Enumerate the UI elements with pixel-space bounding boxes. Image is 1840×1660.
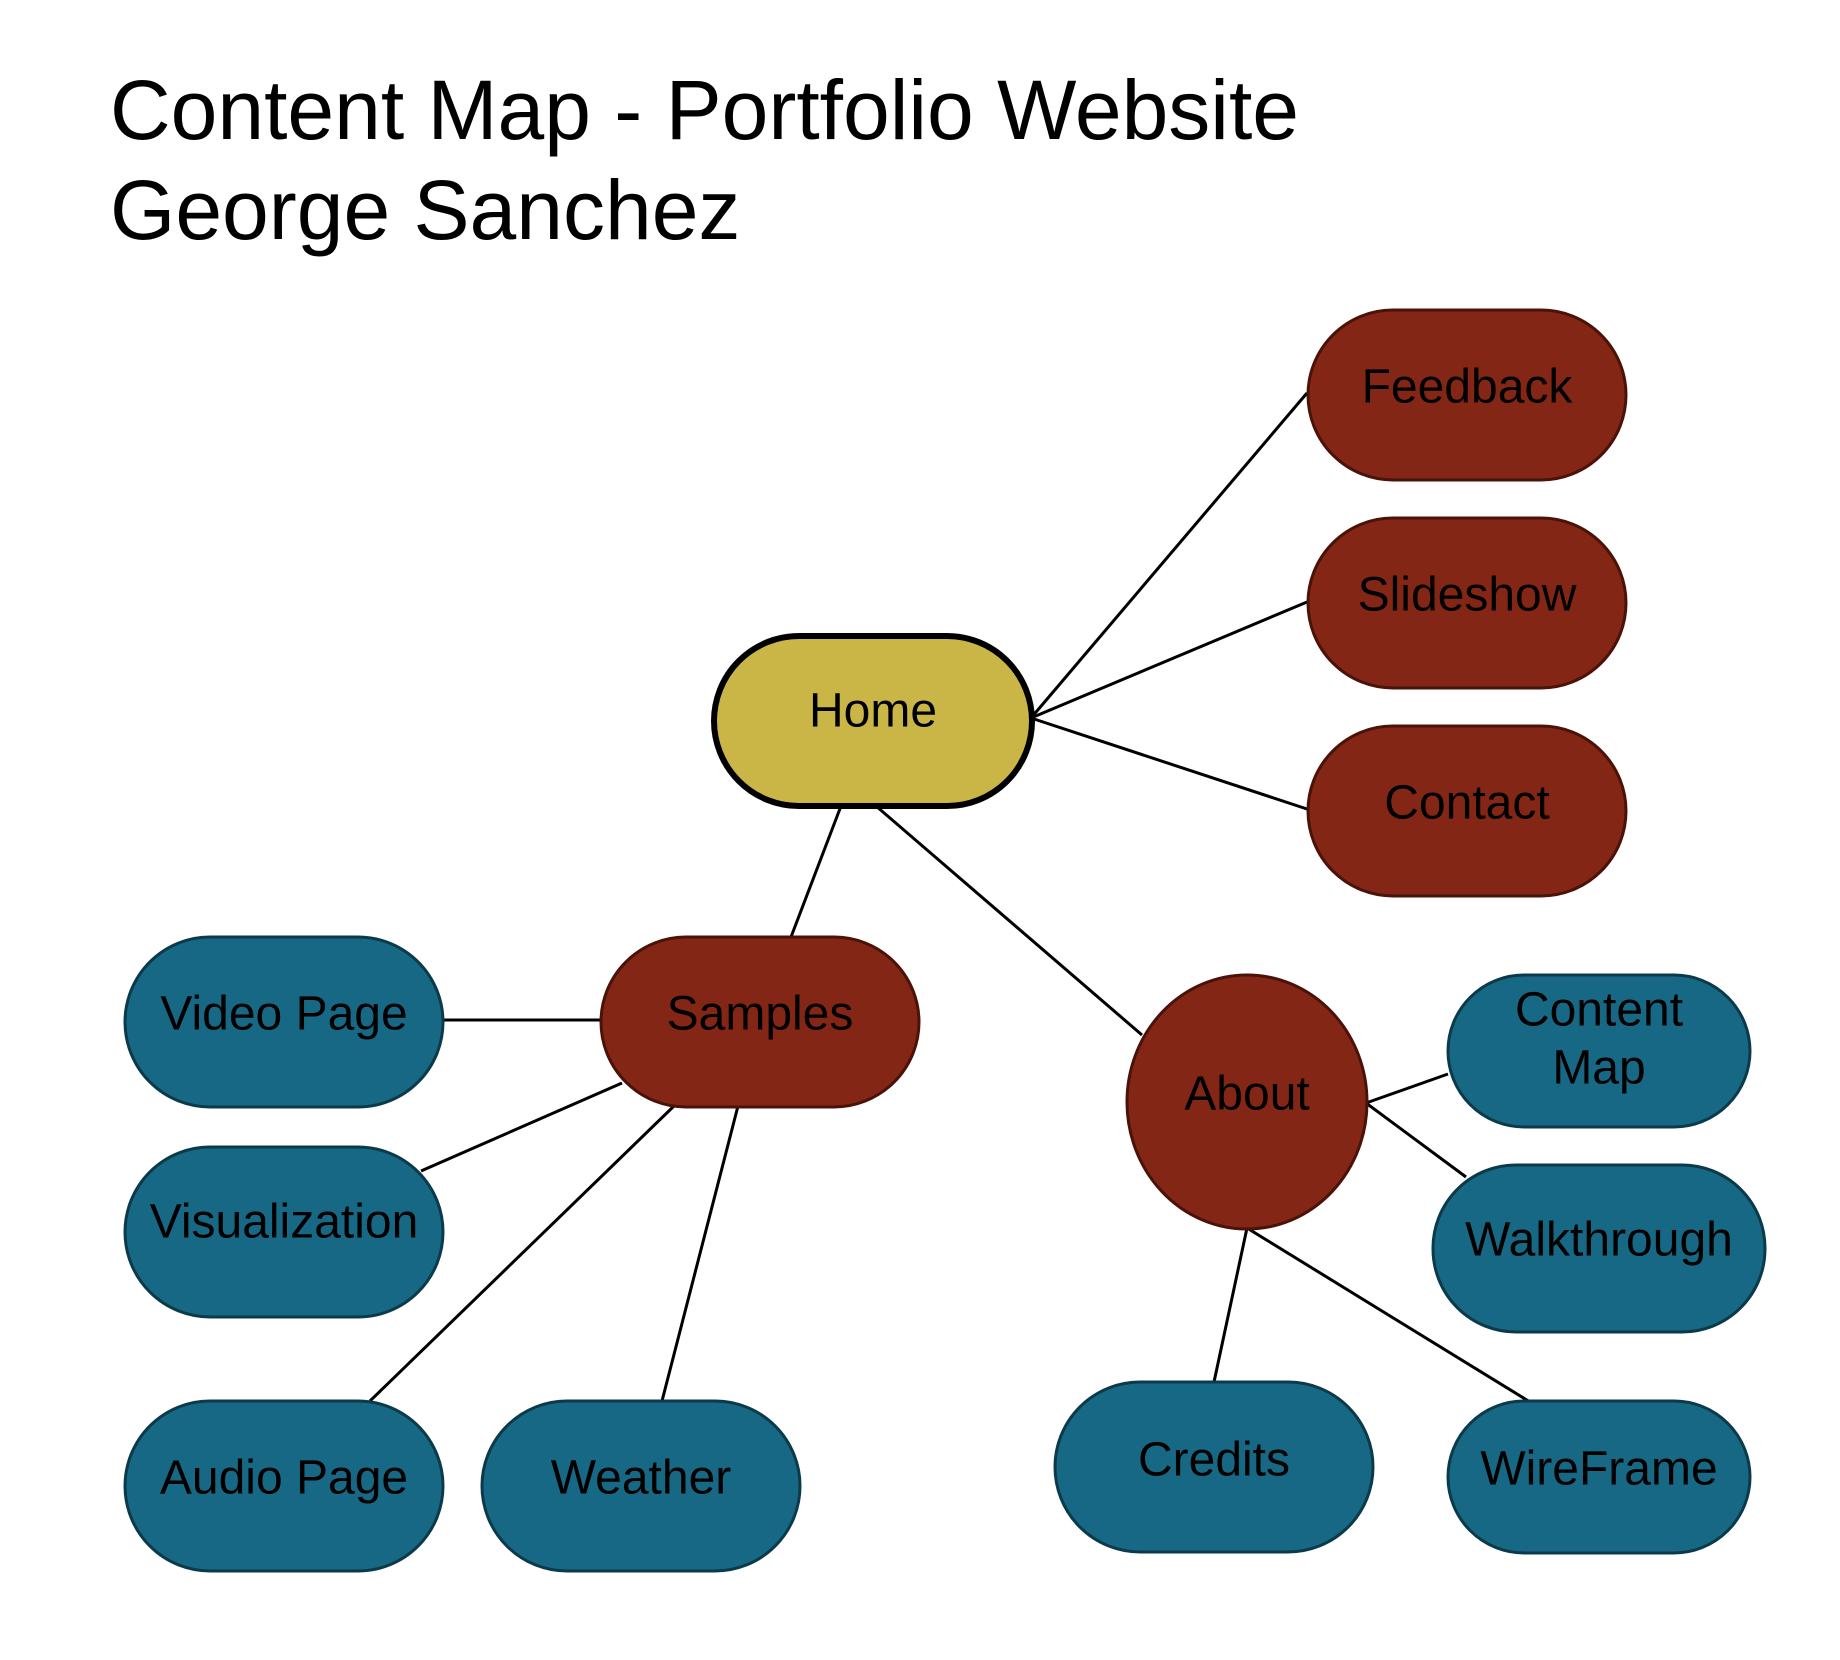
edge-home-about [875, 804, 1143, 1037]
node-wireframe-label: WireFrame [1480, 1443, 1717, 1496]
edge-about-wireframe [1246, 1226, 1531, 1404]
edge-samples-visualization [420, 1081, 623, 1173]
node-feedback[interactable]: Feedback [1306, 308, 1628, 482]
node-video-page[interactable]: Video Page [123, 935, 445, 1109]
edge-about-content-map [1365, 1072, 1449, 1105]
node-slideshow-label: Slideshow [1358, 569, 1577, 622]
node-weather[interactable]: Weather [480, 1399, 802, 1573]
node-video-page-label: Video Page [160, 988, 407, 1041]
edge-about-credits [1212, 1227, 1249, 1383]
edge-home-slideshow [1030, 600, 1308, 720]
edge-samples-audio-page [368, 1104, 676, 1403]
edge-home-feedback [1029, 392, 1309, 719]
node-content-map-label-line-1: Content [1515, 984, 1683, 1037]
node-contact-label: Contact [1384, 777, 1549, 830]
node-credits-label: Credits [1138, 1434, 1290, 1487]
node-weather-label: Weather [551, 1452, 732, 1505]
node-audio-page[interactable]: Audio Page [123, 1399, 445, 1573]
node-content-map[interactable]: Content Map [1446, 973, 1752, 1129]
node-wireframe[interactable]: WireFrame [1446, 1399, 1752, 1555]
node-walkthrough[interactable]: Walkthrough [1431, 1163, 1767, 1334]
node-content-map-label-line-2: Map [1552, 1042, 1645, 1095]
node-credits[interactable]: Credits [1053, 1380, 1375, 1554]
edge-home-samples [789, 805, 843, 938]
node-home[interactable]: Home [711, 633, 1035, 809]
edge-samples-weather [660, 1105, 740, 1402]
edge-home-contact [1030, 716, 1308, 811]
node-samples-label: Samples [667, 988, 854, 1041]
node-contact[interactable]: Contact [1306, 724, 1628, 898]
title-line-2: George Sanchez [110, 163, 741, 257]
node-feedback-label: Feedback [1362, 361, 1574, 414]
node-home-label: Home [809, 685, 937, 738]
node-about[interactable]: About [1125, 973, 1369, 1231]
node-audio-page-label: Audio Page [160, 1452, 408, 1505]
node-visualization-label: Visualization [150, 1196, 419, 1249]
node-slideshow[interactable]: Slideshow [1306, 516, 1628, 690]
node-samples[interactable]: Samples [599, 935, 921, 1109]
node-walkthrough-label: Walkthrough [1465, 1214, 1733, 1267]
node-about-label: About [1184, 1068, 1309, 1121]
connectors [368, 392, 1531, 1404]
node-visualization[interactable]: Visualization [123, 1145, 445, 1319]
edge-about-walkthrough [1365, 1101, 1467, 1179]
diagram-title: Content Map - Portfolio Website George S… [110, 60, 1299, 260]
title-line-1: Content Map - Portfolio Website [110, 63, 1300, 157]
